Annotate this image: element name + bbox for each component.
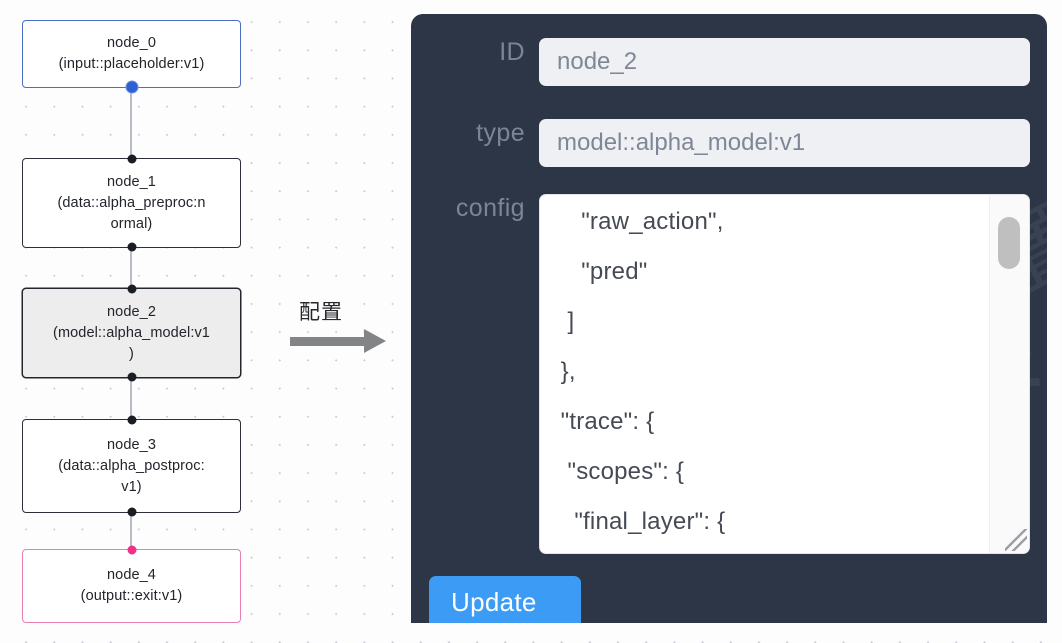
config-scrollbar-thumb[interactable] <box>998 217 1020 269</box>
node-handle-target[interactable] <box>127 545 136 555</box>
annotation-configure: 配置 <box>290 296 400 366</box>
edge-node2-node3 <box>130 378 132 419</box>
field-row-id: ID <box>411 38 1030 86</box>
graph-node-label: node_3 (data::alpha_postproc: v1) <box>58 436 205 495</box>
edge-node0-node1 <box>130 88 132 158</box>
node-handle-target[interactable] <box>127 284 136 294</box>
node-handle-source[interactable] <box>127 242 136 252</box>
node-inspector-panel: 配置 ノード ID type config "raw_action", "pre… <box>411 14 1047 623</box>
graph-node-node_1[interactable]: node_1 (data::alpha_preproc:n ormal) <box>22 154 241 252</box>
config-editor[interactable]: "raw_action", "pred" ] }, "trace": { "sc… <box>539 194 1030 554</box>
graph-node-node_3[interactable]: node_3 (data::alpha_postproc: v1) <box>22 415 241 517</box>
arrow-head-icon <box>364 329 386 353</box>
edge-node1-node2 <box>130 248 132 288</box>
config-textarea-content[interactable]: "raw_action", "pred" ] }, "trace": { "sc… <box>560 208 726 535</box>
type-field-label: type <box>476 119 525 147</box>
node-handle-source[interactable] <box>127 372 136 382</box>
node-handle-source[interactable] <box>125 80 138 94</box>
graph-node-label: node_0 (input::placeholder:v1) <box>58 35 205 72</box>
id-input[interactable] <box>539 38 1030 86</box>
type-input[interactable] <box>539 119 1030 167</box>
config-field-label: config <box>455 194 525 222</box>
id-field-label: ID <box>499 38 525 66</box>
update-button[interactable]: Update <box>429 576 581 623</box>
graph-node-node_0[interactable]: node_0 (input::placeholder:v1) <box>22 20 241 94</box>
config-scrollbar[interactable] <box>989 195 1029 553</box>
graph-node-label: node_4 (output::exit:v1) <box>80 567 183 604</box>
graph-node-label: node_2 (model::alpha_model:v1 ) <box>53 303 210 362</box>
node-handle-source[interactable] <box>127 507 136 517</box>
resize-handle-icon[interactable] <box>1005 529 1027 551</box>
arrow-icon <box>290 337 368 346</box>
graph-node-node_2[interactable]: node_2 (model::alpha_model:v1 ) <box>22 284 241 382</box>
field-row-type: type <box>411 119 1030 167</box>
graph-node-label: node_1 (data::alpha_preproc:n ormal) <box>57 173 206 232</box>
edge-node3-node4 <box>130 513 132 549</box>
graph-node-node_4[interactable]: node_4 (output::exit:v1) <box>22 545 241 623</box>
node-handle-target[interactable] <box>127 154 136 164</box>
annotation-label: 配置 <box>299 301 343 324</box>
node-handle-target[interactable] <box>127 415 136 425</box>
config-textarea[interactable]: "raw_action", "pred" ] }, "trace": { "sc… <box>539 194 1030 554</box>
field-row-config: config "raw_action", "pred" ] }, "trace"… <box>411 194 1030 554</box>
